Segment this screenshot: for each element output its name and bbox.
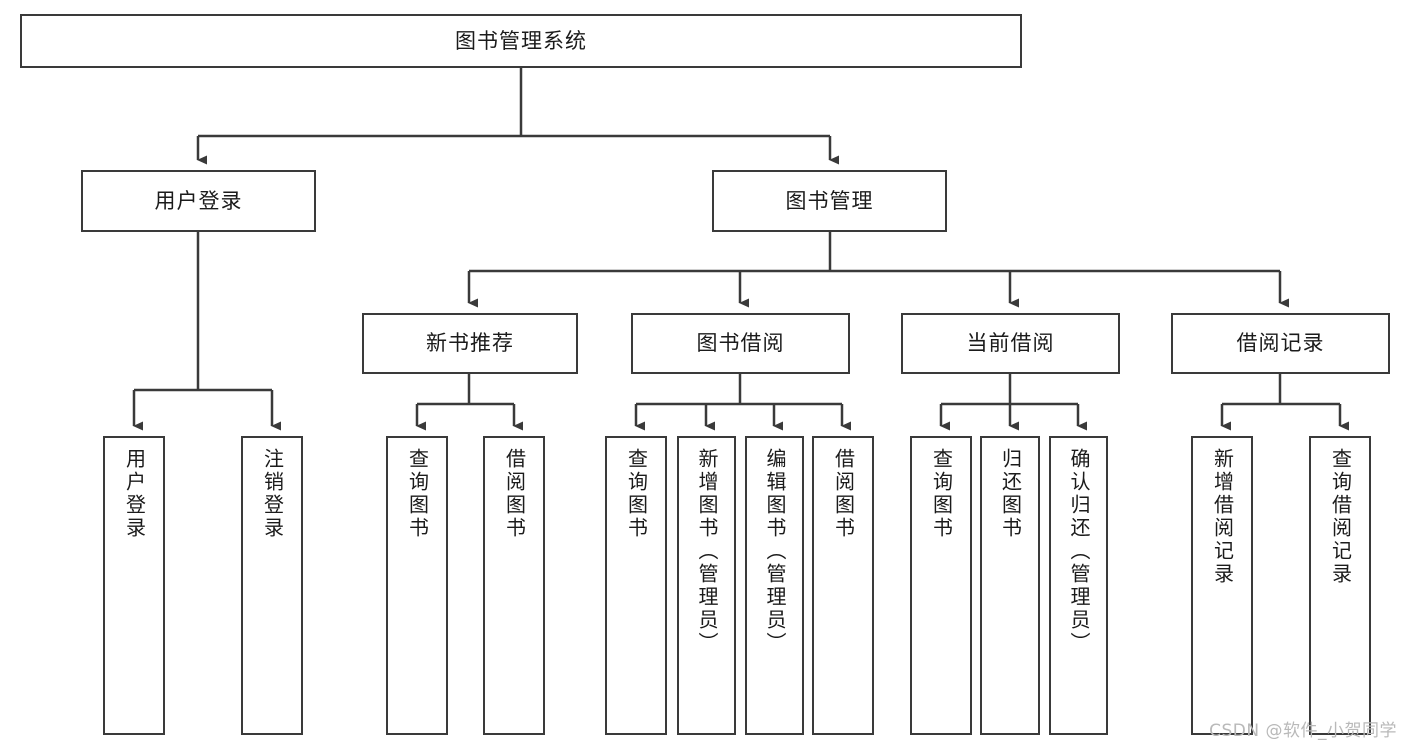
node-borrow-record[interactable]: 借阅记录: [1171, 313, 1390, 374]
node-leaf-query-borrow-record-label: 查询借阅记录: [1328, 448, 1353, 586]
node-leaf-query-book-current[interactable]: 查询图书: [910, 436, 972, 735]
node-book-manage-label: 图书管理: [785, 188, 874, 213]
node-new-book-rec[interactable]: 新书推荐: [362, 313, 578, 374]
node-leaf-return-book[interactable]: 归还图书: [980, 436, 1040, 735]
node-leaf-query-book-rec-label: 查询图书: [405, 448, 430, 540]
node-leaf-add-book-admin-label: 新增图书（管理员）: [695, 448, 719, 655]
node-leaf-add-book-admin[interactable]: 新增图书（管理员）: [677, 436, 736, 735]
node-leaf-edit-book-admin-label: 编辑图书（管理员）: [763, 448, 787, 655]
node-leaf-return-book-label: 归还图书: [998, 448, 1023, 540]
node-root[interactable]: 图书管理系统: [20, 14, 1022, 68]
node-new-book-rec-label: 新书推荐: [426, 331, 514, 356]
node-leaf-user-login[interactable]: 用户登录: [103, 436, 165, 735]
node-current-borrow[interactable]: 当前借阅: [901, 313, 1120, 374]
node-leaf-query-book-current-label: 查询图书: [929, 448, 954, 540]
node-leaf-add-borrow-record-label: 新增借阅记录: [1210, 448, 1235, 586]
node-leaf-query-book-borrow-label: 查询图书: [624, 448, 649, 540]
node-root-label: 图书管理系统: [455, 28, 587, 53]
node-book-manage[interactable]: 图书管理: [712, 170, 947, 232]
node-user-login[interactable]: 用户登录: [81, 170, 316, 232]
node-leaf-borrow-book-rec[interactable]: 借阅图书: [483, 436, 545, 735]
node-leaf-add-borrow-record[interactable]: 新增借阅记录: [1191, 436, 1253, 735]
node-leaf-logout[interactable]: 注销登录: [241, 436, 303, 735]
node-leaf-borrow-book[interactable]: 借阅图书: [812, 436, 874, 735]
node-current-borrow-label: 当前借阅: [966, 331, 1055, 356]
node-leaf-query-book-borrow[interactable]: 查询图书: [605, 436, 667, 735]
node-leaf-query-borrow-record[interactable]: 查询借阅记录: [1309, 436, 1371, 735]
node-leaf-borrow-book-rec-label: 借阅图书: [502, 448, 527, 540]
node-borrow-record-label: 借阅记录: [1236, 331, 1325, 356]
node-leaf-confirm-return-admin[interactable]: 确认归还（管理员）: [1049, 436, 1108, 735]
node-leaf-borrow-book-label: 借阅图书: [831, 448, 856, 540]
node-book-borrow[interactable]: 图书借阅: [631, 313, 850, 374]
node-leaf-logout-label: 注销登录: [260, 448, 285, 540]
node-leaf-user-login-label: 用户登录: [122, 448, 147, 540]
node-user-login-label: 用户登录: [154, 188, 243, 213]
watermark-credit: CSDN @软件_小贺同学: [1209, 721, 1397, 741]
node-leaf-confirm-return-admin-label: 确认归还（管理员）: [1067, 448, 1091, 655]
node-leaf-edit-book-admin[interactable]: 编辑图书（管理员）: [745, 436, 804, 735]
node-book-borrow-label: 图书借阅: [696, 331, 785, 356]
node-leaf-query-book-rec[interactable]: 查询图书: [386, 436, 448, 735]
